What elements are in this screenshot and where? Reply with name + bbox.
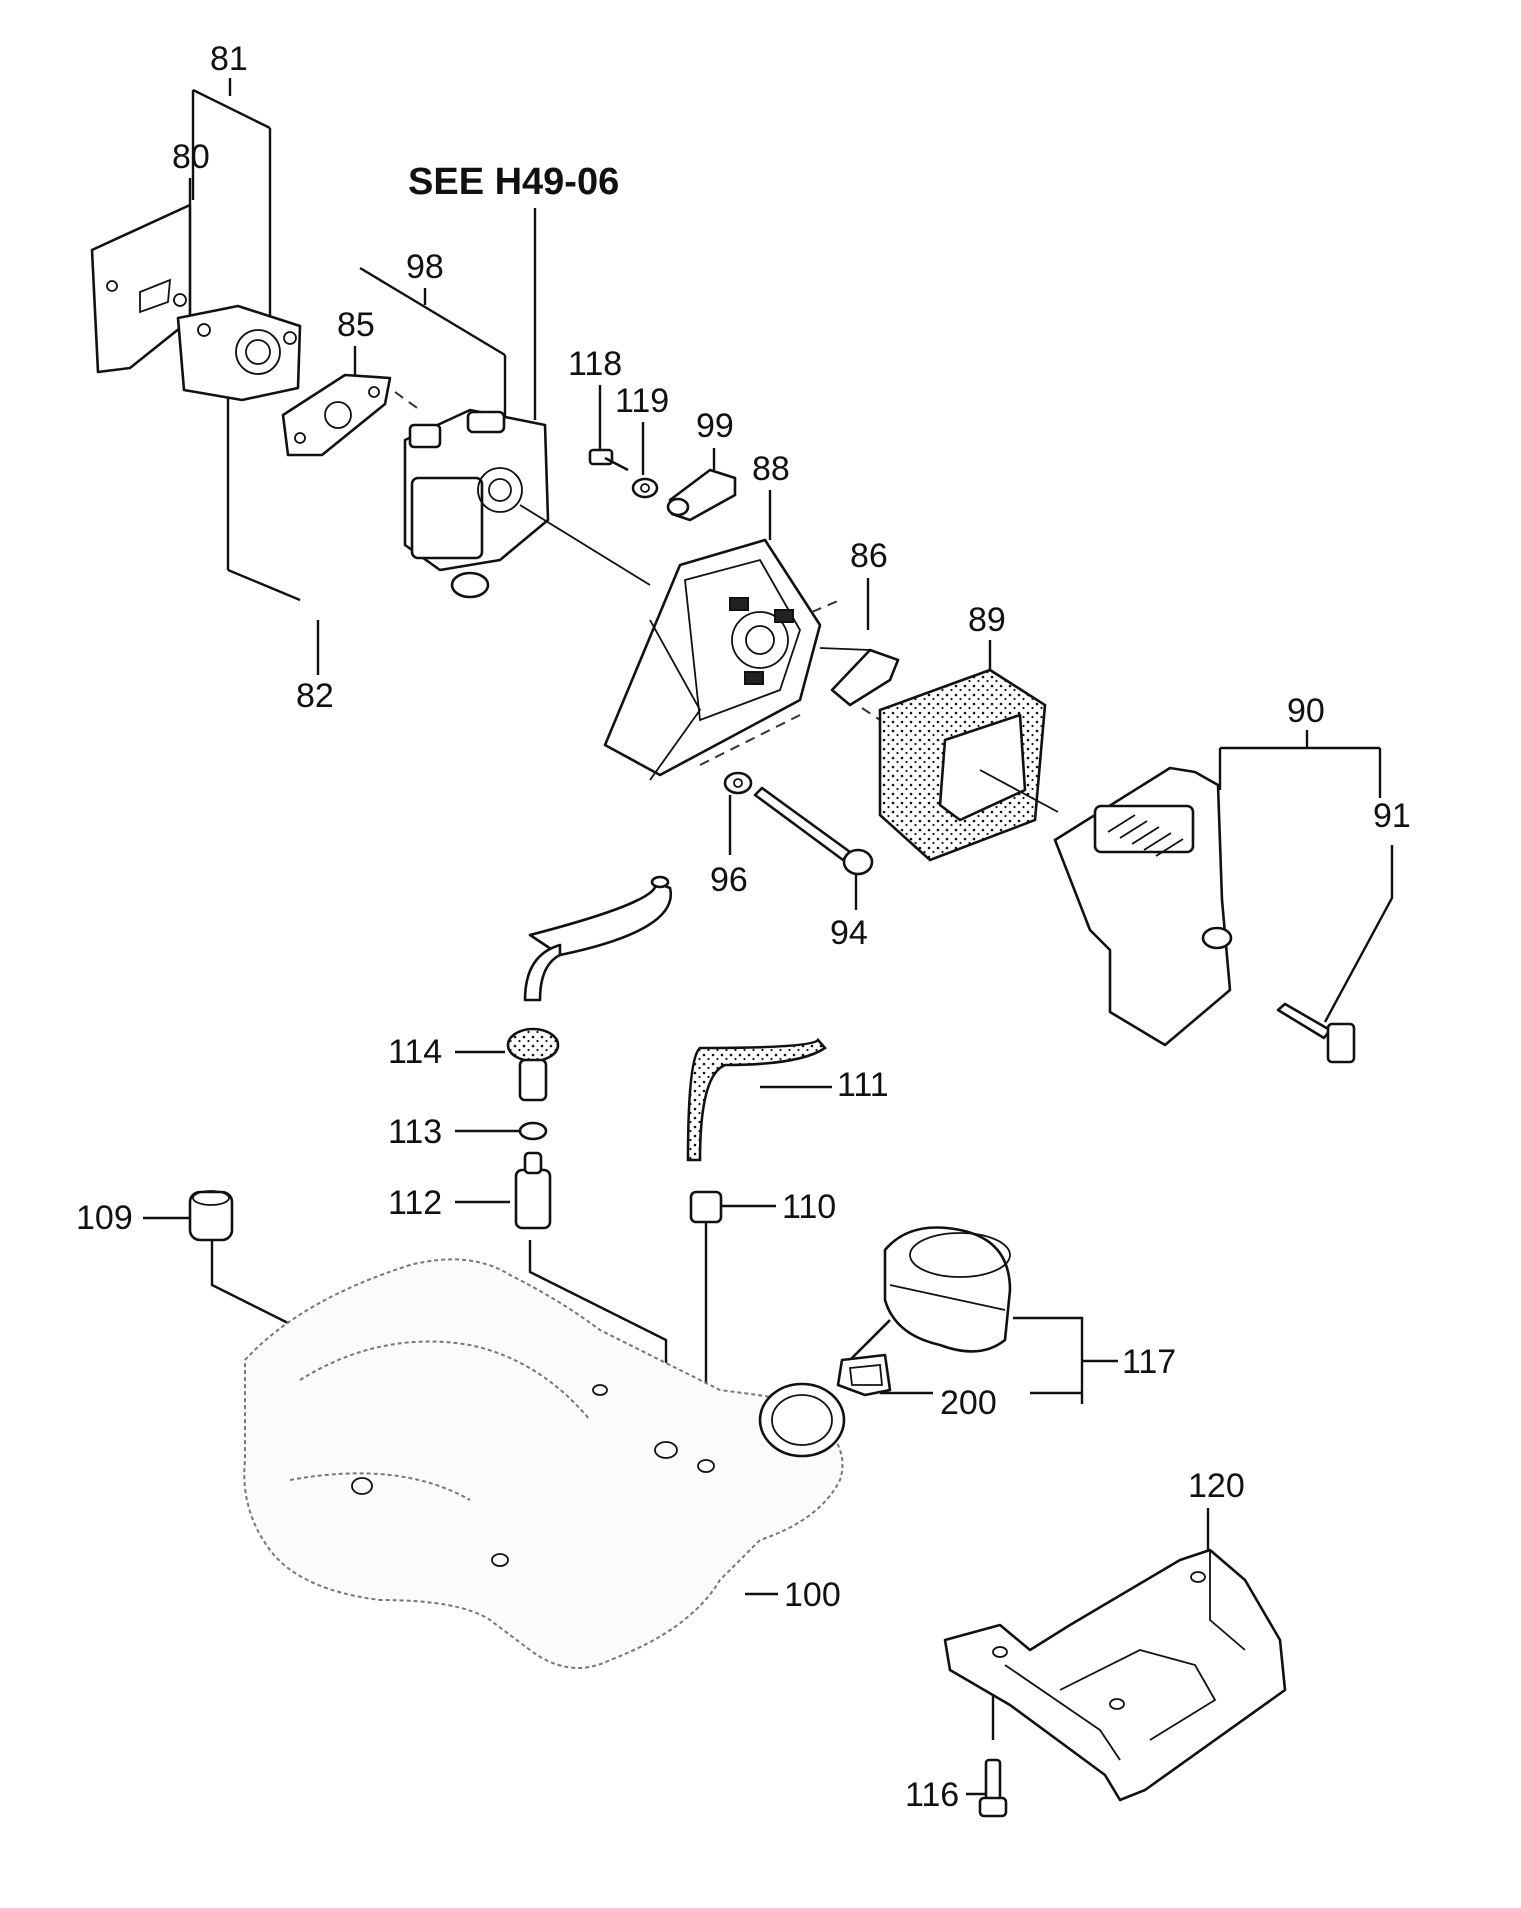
- nut-119: [631, 477, 659, 499]
- callout-200: 200: [940, 1384, 997, 1422]
- fuel-filter-114: [506, 1027, 560, 1102]
- callout-120: 120: [1188, 1467, 1245, 1505]
- callout-112: 112: [388, 1184, 442, 1222]
- clip-113: [518, 1121, 548, 1141]
- callout-90: 90: [1287, 692, 1325, 730]
- air-cleaner-cover-90: [1053, 766, 1233, 1047]
- callout-113: 113: [388, 1113, 442, 1151]
- insulator-plate-80: [90, 203, 192, 374]
- gasket-85: [281, 373, 421, 457]
- callout-111: 111: [837, 1066, 889, 1104]
- bolt-116: [978, 1758, 1008, 1818]
- return-line-111: [686, 1037, 827, 1162]
- choke-lever-99: [666, 468, 737, 522]
- washer-96: [723, 771, 753, 795]
- callout-114: 114: [388, 1033, 442, 1071]
- callout-80: 80: [172, 138, 210, 176]
- carburetor-98: [403, 408, 651, 599]
- callout-89: 89: [968, 601, 1006, 639]
- tank-bracket-120: [943, 1548, 1287, 1802]
- callout-86: 86: [850, 537, 888, 575]
- fuel-tank-100: [243, 1258, 846, 1669]
- callout-118: 118: [568, 345, 622, 383]
- callout-109: 109: [76, 1199, 133, 1237]
- callout-110: 110: [782, 1188, 836, 1226]
- callout-116: 116: [905, 1776, 959, 1814]
- callout-96: 96: [710, 861, 748, 899]
- callout-94: 94: [830, 914, 868, 952]
- callout-85: 85: [337, 306, 375, 344]
- grommet-112: [514, 1151, 552, 1230]
- reference-note: SEE H49-06: [408, 161, 619, 203]
- bolt-94: [753, 786, 874, 876]
- callout-91: 91: [1373, 797, 1411, 835]
- air-filter-element-89: [878, 668, 1059, 862]
- callout-117: 117: [1122, 1343, 1176, 1381]
- knob-screw-91: [1276, 1002, 1356, 1064]
- callout-98: 98: [406, 248, 444, 286]
- screw-118: [588, 448, 629, 472]
- choke-plate-86: [819, 647, 900, 721]
- callout-82: 82: [296, 677, 334, 715]
- callout-99: 99: [696, 407, 734, 445]
- vent-110: [689, 1190, 723, 1224]
- callout-100: 100: [784, 1576, 841, 1614]
- damper-109: [188, 1190, 234, 1242]
- intake-manifold-81: [176, 304, 302, 402]
- callout-88: 88: [752, 450, 790, 488]
- air-cleaner-base-88: [603, 538, 841, 781]
- callout-119: 119: [615, 382, 669, 420]
- fuel-line-upper: [523, 875, 673, 1002]
- fuel-cap-117: [849, 1226, 1012, 1361]
- callout-81: 81: [210, 40, 248, 78]
- retainer-200: [836, 1353, 892, 1397]
